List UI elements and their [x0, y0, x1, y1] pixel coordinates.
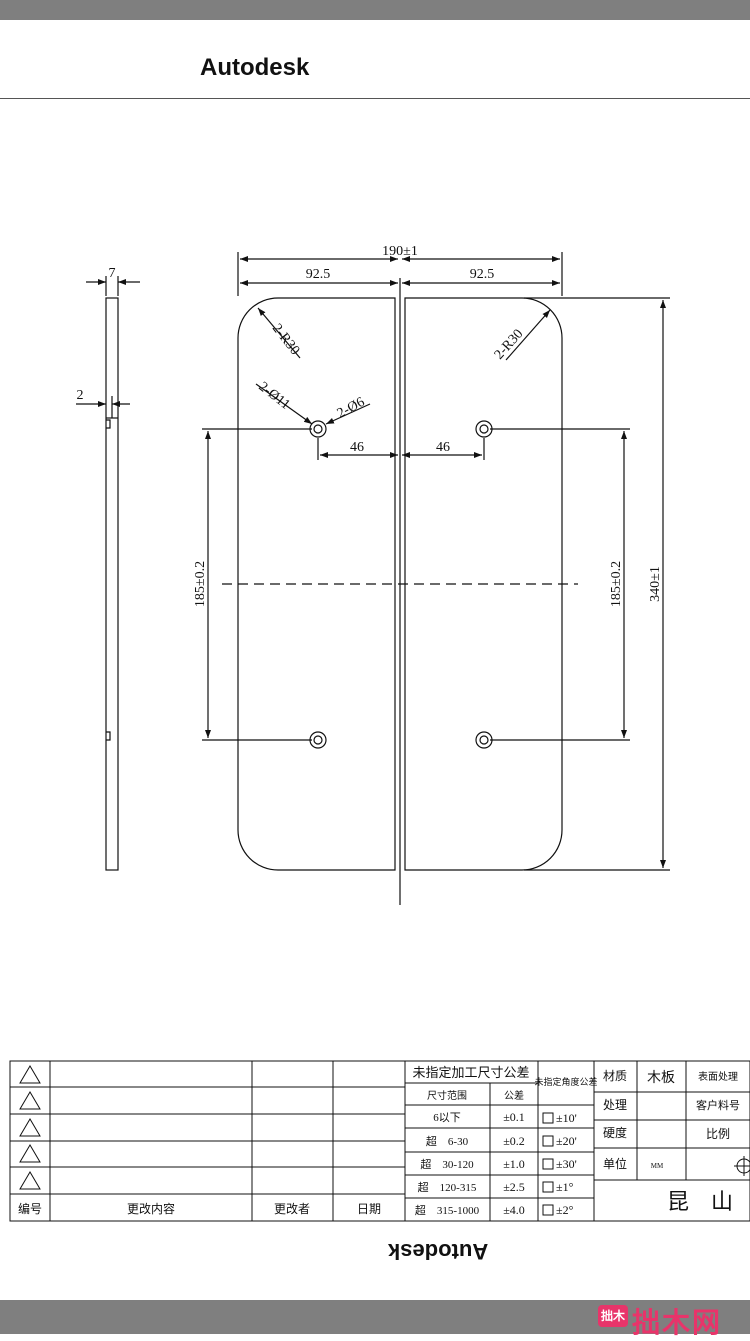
- size-range-header: 尺寸范围: [427, 1089, 467, 1102]
- dim-hole-spacing-right: 185±0.2: [609, 561, 624, 607]
- watermark-logo-icon: 拙木: [598, 1305, 628, 1327]
- tol-value-2: ±1.0: [503, 1157, 525, 1171]
- angle-title: 未指定角度公差: [534, 1076, 597, 1087]
- tol-range-4: 超 315-1000: [415, 1203, 480, 1217]
- tol-value-0: ±0.1: [503, 1110, 525, 1124]
- tol-range-3: 超 120-315: [418, 1180, 477, 1194]
- revision-marker-4: [19, 1144, 41, 1163]
- dim-hole-left: 46: [350, 440, 364, 455]
- tol-range-0: 6以下: [433, 1112, 461, 1124]
- tol-range-2: 超 30-120: [420, 1157, 474, 1171]
- watermark-text: 拙木网: [632, 1307, 723, 1338]
- angle-1: ±20': [556, 1134, 577, 1148]
- tolerance-title: 未指定加工尺寸公差: [412, 1065, 529, 1080]
- tol-value-3: ±2.5: [503, 1180, 525, 1194]
- footer-title-rotated: Autodesk: [388, 1239, 489, 1264]
- customer-label: 客户料号: [696, 1098, 740, 1112]
- label-dia-11: 2-Ø11: [256, 379, 293, 413]
- dim-groove: 2: [77, 388, 84, 403]
- dim-thickness: 7: [109, 266, 116, 281]
- label-dia-6: 2-Ø6: [335, 395, 367, 422]
- revision-marker-5: [19, 1171, 41, 1190]
- dim-half-left: 92.5: [306, 267, 331, 282]
- material-value: 木板: [647, 1070, 675, 1086]
- left-plate: [237, 297, 396, 871]
- header: Autodesk: [0, 20, 750, 99]
- right-plate: [404, 297, 563, 871]
- angle-3: ±1°: [556, 1180, 574, 1194]
- header-content: 更改内容: [127, 1201, 175, 1216]
- angle-2: ±30': [556, 1157, 577, 1171]
- label-radius-left: 2-R30: [269, 321, 302, 358]
- angle-4: ±2°: [556, 1203, 574, 1217]
- revision-marker-3: [19, 1118, 41, 1137]
- revision-marker-1: [19, 1065, 41, 1084]
- page-title: Autodesk: [200, 54, 310, 81]
- unit-value: MM: [651, 1162, 664, 1170]
- top-status-bar: [0, 0, 750, 20]
- dim-hole-spacing-left: 185±0.2: [193, 561, 208, 607]
- process-label: 处理: [603, 1098, 627, 1112]
- material-label: 材质: [603, 1069, 627, 1083]
- holes: [309, 420, 493, 749]
- header-date: 日期: [357, 1202, 381, 1216]
- dim-hole-right: 46: [436, 440, 450, 455]
- tol-value-4: ±4.0: [503, 1203, 525, 1217]
- company-name: 昆 山: [667, 1189, 733, 1214]
- dim-total-height: 340±1: [648, 566, 663, 602]
- revision-marker-2: [19, 1091, 41, 1110]
- angle-0: ±10': [556, 1111, 577, 1125]
- header-no: 编号: [18, 1201, 42, 1216]
- header-by: 更改者: [274, 1202, 310, 1216]
- side-view: [76, 276, 140, 871]
- tol-value-1: ±0.2: [503, 1134, 525, 1148]
- dim-half-right: 92.5: [470, 267, 495, 282]
- title-block: [9, 1060, 750, 1222]
- surface-label: 表面处理: [698, 1070, 738, 1083]
- scale-label: 比例: [706, 1127, 730, 1141]
- dim-total-width: 190±1: [382, 244, 418, 259]
- tolerance-header: 公差: [504, 1089, 524, 1102]
- tol-range-1: 超 6-30: [426, 1134, 469, 1148]
- hardness-label: 硬度: [603, 1125, 627, 1140]
- unit-label: 单位: [603, 1156, 627, 1171]
